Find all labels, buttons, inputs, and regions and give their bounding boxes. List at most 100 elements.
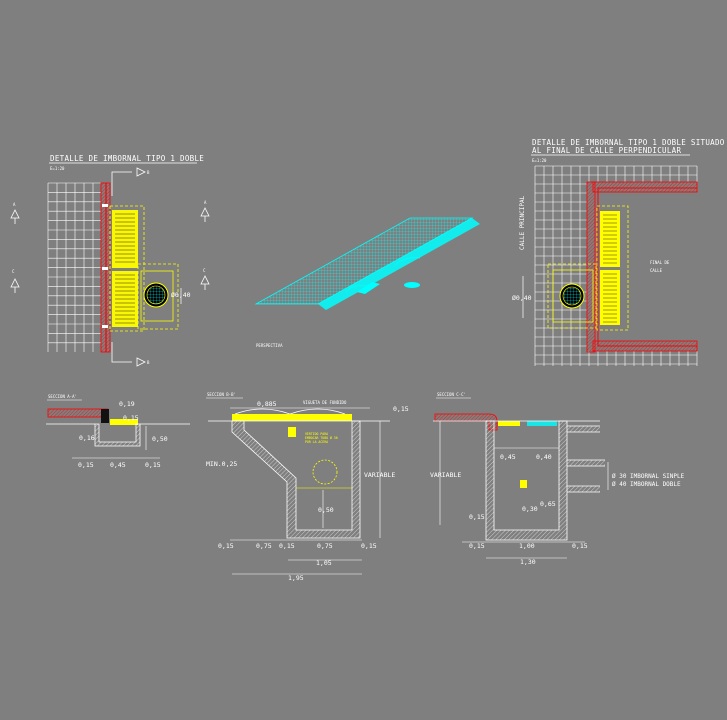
street-end-title-1: DETALLE DE IMBORNAL TIPO 1 DOBLE SITUADO — [532, 138, 725, 147]
inlet-outline — [596, 205, 629, 331]
section-a-dim-left: 0,16 — [79, 434, 95, 442]
section-b-dim-inner: 0,50 — [318, 506, 334, 514]
street-label: CALLE PRINCIPAL — [519, 195, 526, 250]
section-b-title: SECCION B-B' — [207, 392, 236, 397]
section-a-dim-b2: 0,45 — [110, 461, 126, 469]
cut-arrow-b-top — [136, 167, 146, 177]
perspective-box — [357, 282, 380, 294]
section-b-dim-b2: 0,75 — [256, 542, 272, 550]
section-b-dim-sub: 1,05 — [316, 559, 332, 567]
section-c-pipe-3 — [567, 486, 600, 492]
section-c-dim-variable: VARIABLE — [430, 471, 461, 479]
section-c-dim-total: 1,30 — [520, 558, 536, 566]
curb-marker — [102, 267, 108, 270]
section-b-note-1: VERTIDO PARA — [305, 432, 328, 436]
section-b-note-3: POR LA ACERA — [305, 440, 328, 444]
grate-slots — [115, 213, 135, 324]
cut-arrow-a-left — [10, 209, 20, 219]
section-b-note-2: EMBOCAR TUBO Ø 30 — [305, 435, 338, 440]
section-a: SECCION A-A' 0,19 0,15 0,16 0,50 0,15 0,… — [46, 394, 190, 469]
manhole-outline — [137, 263, 179, 330]
section-b-beam-label: VIGUETA DE FUNDIDO — [303, 400, 347, 405]
grate-slots — [603, 214, 617, 323]
section-c-pipe-2 — [567, 460, 605, 466]
section-b-arches — [234, 408, 346, 415]
section-b: SECCION B-B' 0,885 VIGUETA DE FUNDIDO 0,… — [206, 392, 409, 582]
section-c-pipe-1 — [567, 426, 600, 432]
section-b-dim-min: MIN.0,25 — [206, 460, 237, 468]
section-c-step — [520, 480, 527, 488]
section-a-dim-inner: 0,15 — [123, 414, 139, 422]
perspective-outlet — [404, 282, 420, 288]
section-c-dim-left-low: 0,15 — [469, 513, 485, 521]
plan-view-panel: DETALLE DE IMBORNAL TIPO 1 DOBLE E=1:20 … — [10, 154, 210, 367]
section-a-grate — [110, 419, 138, 425]
section-b-dim-top-right: 0,15 — [393, 405, 409, 413]
cut-arrow-c-right — [200, 275, 210, 285]
grate-upper — [112, 210, 138, 268]
section-b-grate — [232, 414, 352, 421]
street-end-label-1: FINAL DE — [650, 260, 670, 265]
section-b-dim-b3: 0,15 — [279, 542, 295, 550]
plan-title: DETALLE DE IMBORNAL TIPO 1 DOBLE — [50, 154, 204, 163]
section-a-curb — [47, 408, 109, 418]
perspective-panel: PERSPECTIVA — [254, 217, 480, 348]
street-end-title-2: AL FINAL DE CALLE PERPENDICULAR — [532, 146, 681, 155]
cut-arrow-a-right — [200, 207, 210, 217]
section-c-cover — [527, 421, 557, 426]
grate-dim: Ø0,40 — [512, 294, 532, 302]
section-b-inlet-block — [288, 427, 296, 437]
street-end-scale: E=1:20 — [532, 158, 547, 163]
manhole-box — [552, 269, 594, 323]
cut-label-b-bottom: B — [147, 360, 150, 365]
cut-label-c-right: C — [203, 268, 206, 273]
section-b-dim-b5: 0,15 — [361, 542, 377, 550]
cut-arrow-c-left — [10, 278, 20, 288]
cut-label-a-left: A — [13, 202, 16, 207]
cut-line-b-top — [111, 171, 132, 196]
section-b-pipe — [312, 459, 338, 485]
manhole-cover-grid — [146, 285, 166, 305]
section-c-walls — [485, 420, 568, 541]
cut-label-c-left: C — [12, 269, 15, 274]
section-a-curb-edge — [101, 409, 109, 423]
section-c-dim-030: 0,30 — [522, 505, 538, 513]
perspective-label: PERSPECTIVA — [256, 343, 283, 348]
section-c-dim-045: 0,45 — [500, 453, 516, 461]
curb-marker — [102, 325, 108, 328]
section-a-box — [94, 423, 141, 447]
street-end-label-2: CALLE — [650, 268, 663, 273]
manhole-cover-grid — [562, 286, 582, 306]
section-a-dim-top: 0,19 — [119, 400, 135, 408]
curb-side — [586, 181, 596, 353]
perspective-pipe-1 — [345, 285, 367, 293]
inlet-outline — [109, 205, 145, 332]
street-end-plan-panel: DETALLE DE IMBORNAL TIPO 1 DOBLE SITUADO… — [512, 138, 725, 366]
paving-grid — [47, 182, 101, 352]
section-a-title: SECCION A-A' — [48, 394, 77, 399]
section-b-dim-b4: 0,75 — [317, 542, 333, 550]
section-c-title: SECCION C-C' — [437, 392, 466, 397]
section-c-grate — [498, 421, 520, 426]
curb-marker — [102, 204, 108, 207]
section-b-dim-top: 0,885 — [257, 400, 277, 408]
cut-label-b-top: B — [147, 170, 150, 175]
section-b-dim-variable: VARIABLE — [364, 471, 395, 479]
section-a-dim-right: 0,50 — [152, 435, 168, 443]
section-c-dim-b1: 0,15 — [469, 542, 485, 550]
perspective-pipe-2 — [394, 257, 421, 266]
section-b-dim-total: 1,95 — [288, 574, 304, 582]
manhole-outline — [547, 263, 597, 329]
section-a-dim-b1: 0,15 — [78, 461, 94, 469]
section-c-dim-065: 0,65 — [540, 500, 556, 508]
section-a-dim-b3: 0,15 — [145, 461, 161, 469]
section-c: SECCION C-C' VARIABLE 0,45 0,40 0,30 0,6… — [430, 392, 685, 566]
section-b-walls — [231, 420, 361, 539]
curb-line — [597, 187, 697, 347]
cut-arrow-b-bottom — [136, 357, 146, 367]
section-b-dim-b1: 0,15 — [218, 542, 234, 550]
section-c-pipe-2-label: Ø 40 IMBORNAL DOBLE — [612, 481, 681, 488]
curb-top — [592, 181, 698, 193]
cut-label-a-right: A — [204, 200, 207, 205]
